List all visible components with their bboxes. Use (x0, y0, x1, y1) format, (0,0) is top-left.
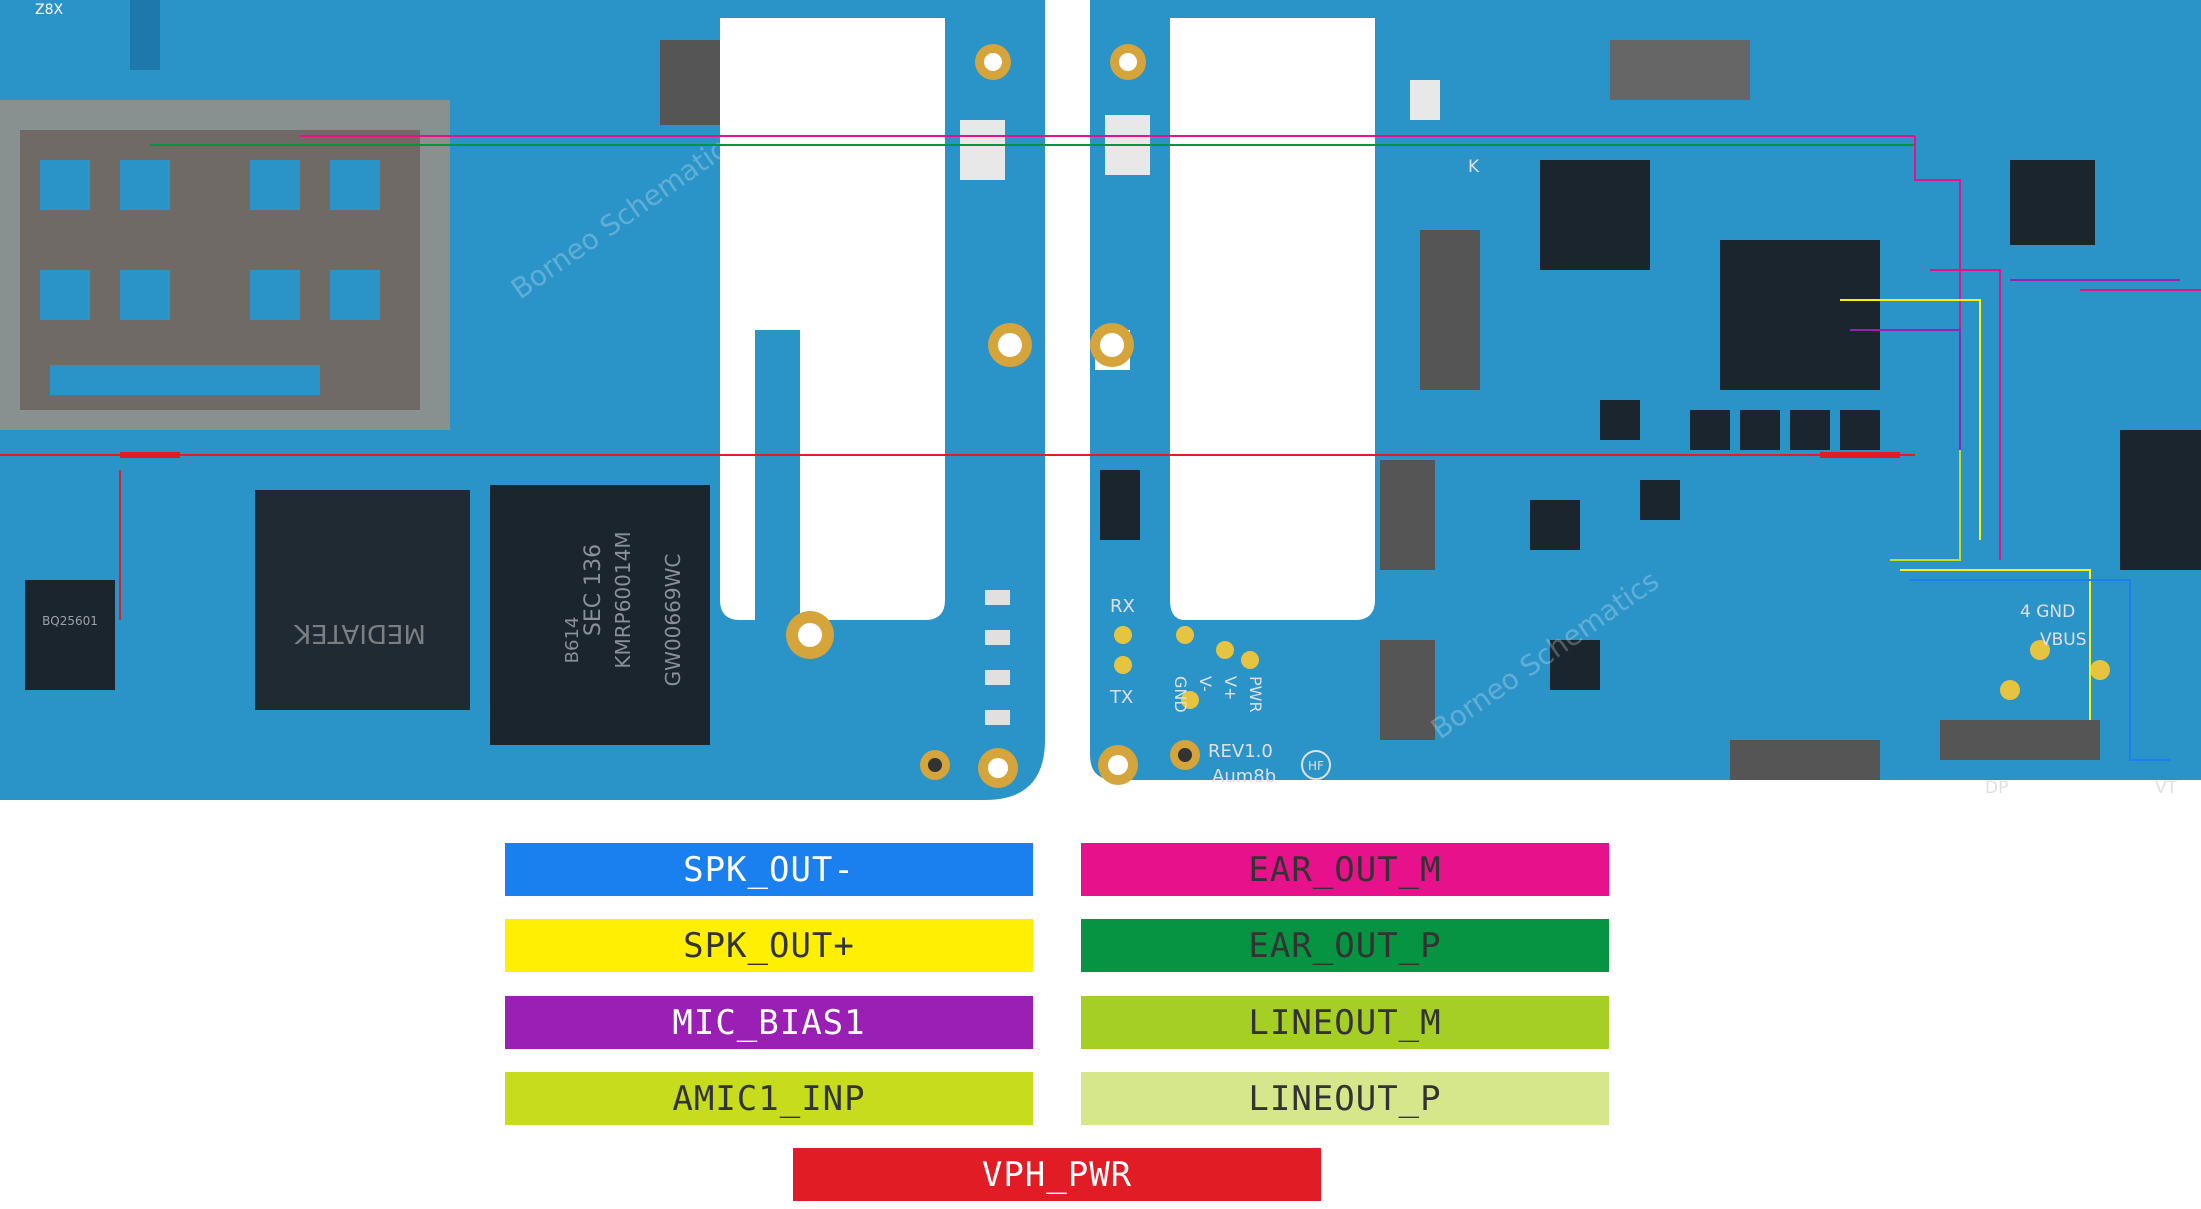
label-vbus: VBUS (2040, 630, 2087, 650)
legend-lineout-m: LINEOUT_M (1081, 996, 1609, 1049)
label-v-plus: V+ (1221, 676, 1240, 700)
board-cutout-right (1170, 18, 1375, 620)
legend-ear-out-p: EAR_OUT_P (1081, 919, 1609, 972)
legend-mic-bias1: MIC_BIAS1 (505, 996, 1033, 1049)
label-rev: REV1.0 (1208, 741, 1273, 762)
label-pwr: PWR (1246, 676, 1265, 713)
legend-vph-pwr: VPH_PWR (793, 1148, 1321, 1201)
board-cutout-left (720, 18, 945, 620)
label-k: K (1468, 157, 1480, 177)
label-hf: HF (1308, 759, 1324, 773)
connector-top (660, 40, 720, 125)
connector-bottom-right (1940, 720, 2100, 760)
label-rx: RX (1110, 596, 1135, 617)
legend-spk-out-minus: SPK_OUT- (505, 843, 1033, 896)
label-dp: DP (1985, 778, 2008, 798)
signal-traces (0, 135, 2201, 761)
label-v-minus: V- (1196, 676, 1215, 692)
label-vt: VT (2155, 778, 2178, 798)
left-board: MEDIATEK SEC 136 KMRP60014M GW00669WC B6… (0, 0, 1045, 800)
right-board: RX TX GND V- V+ PWR REV1.0 Aum8b HF 4 GN… (1090, 0, 2201, 798)
qr-code-left (960, 120, 1005, 180)
chip-mem-bottom-text: B614 (562, 617, 583, 664)
chip-mem-code-text: GW00669WC (661, 554, 685, 687)
chip-mem-text: SEC 136 (581, 544, 606, 636)
pmic-text: BQ25601 (42, 614, 98, 628)
connector-top-right (1610, 40, 1750, 100)
top-left-mark: Z8X (35, 2, 63, 18)
soc-chip (255, 490, 470, 710)
label-tx: TX (1109, 687, 1133, 708)
legend-lineout-p: LINEOUT_P (1081, 1072, 1609, 1125)
label-model: Aum8b (1212, 766, 1276, 787)
legend-ear-out-m: EAR_OUT_M (1081, 843, 1609, 896)
connector-middle (1420, 230, 1480, 390)
soc-right (1720, 240, 1880, 390)
chip-mem-part-text: KMRP60014M (611, 531, 635, 668)
pcb-diagram: MEDIATEK SEC 136 KMRP60014M GW00669WC B6… (0, 0, 2201, 800)
legend-spk-out-plus: SPK_OUT+ (505, 919, 1033, 972)
label-gnd: GND (1171, 676, 1190, 713)
memory-chip (490, 485, 710, 745)
legend-amic1-inp: AMIC1_INP (505, 1072, 1033, 1125)
label-gnd-right: 4 GND (2020, 602, 2075, 622)
charger-ic (25, 580, 115, 690)
chip-vendor-text: MEDIATEK (293, 618, 426, 648)
